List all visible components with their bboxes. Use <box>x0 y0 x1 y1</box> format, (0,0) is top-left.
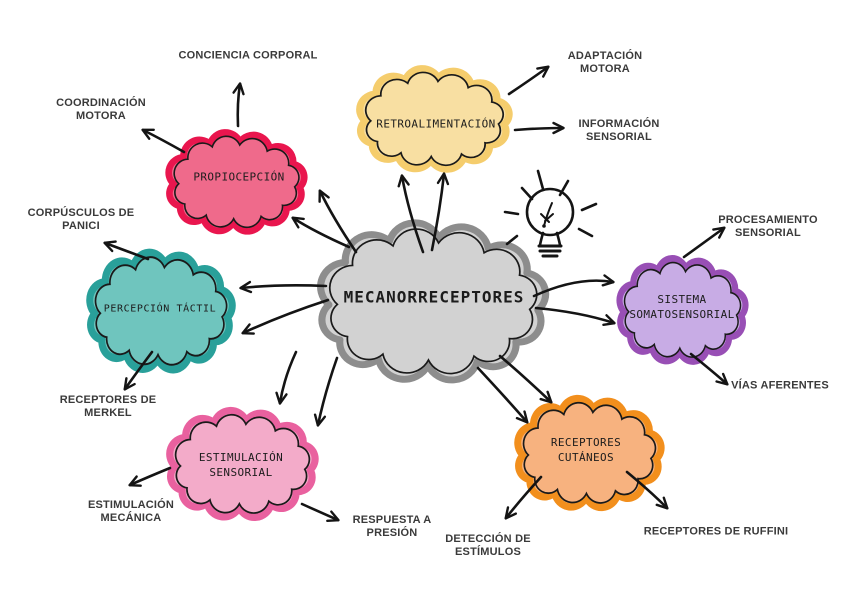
arrow-central-to-sistema-1 <box>532 274 615 298</box>
arrow-to-conciencia-corporal <box>232 82 245 128</box>
arrow-to-respuesta-presion <box>300 502 340 522</box>
central-node-label: MECANORRECEPTORES <box>343 287 525 307</box>
arrow-central-to-cutaneos-1 <box>498 354 553 404</box>
arrow-central-to-propiocepcion-1 <box>291 216 351 249</box>
lightbulb-icon <box>503 169 598 258</box>
arrow-central-to-sistema-2 <box>534 306 616 327</box>
node-label-retroalimentacion: RETROALIMENTACIÓN <box>376 117 496 131</box>
arrow-to-vias-aferentes <box>689 352 729 386</box>
arrow-central-to-percepcion-2 <box>241 298 330 335</box>
arrow-central-to-cutaneos-2 <box>476 366 529 424</box>
arrow-central-to-retroalimentacion-2 <box>430 172 450 252</box>
arrow-to-coordinacion-motora <box>141 128 186 154</box>
arrow-to-adaptacion-motora <box>507 65 550 96</box>
arrow-to-estimulacion-mecanica <box>128 466 172 487</box>
leaf-vias-aferentes: VÍAS AFERENTES <box>731 379 829 392</box>
arrow-central-to-percepcion-1 <box>239 280 328 294</box>
arrow-to-procesamiento <box>682 226 726 259</box>
arrow-central-to-propiocepcion-2 <box>318 189 358 254</box>
arrow-to-informacion-sensorial <box>513 121 565 135</box>
leaf-receptores-de-ruffini: RECEPTORES DE RUFFINI <box>643 525 789 538</box>
arrow-central-to-estimulacion-2 <box>313 356 339 427</box>
arrow-to-corpusculos <box>103 240 150 261</box>
leaf-conciencia-corporal: CONCIENCIA CORPORAL <box>178 49 318 62</box>
arrow-central-to-retroalimentacion-1 <box>397 174 425 254</box>
node-label-propiocepcion: PROPIOCEPCIÓN <box>193 170 285 184</box>
node-label-percepcion-tactil: PERCEPCIÓN TÁCTIL <box>103 303 217 315</box>
arrow-central-to-estimulacion-1 <box>275 350 298 405</box>
arrow-to-deteccion-estimulos <box>504 475 543 520</box>
arrow-to-merkel <box>123 350 154 391</box>
arrow-to-ruffini <box>625 470 669 510</box>
